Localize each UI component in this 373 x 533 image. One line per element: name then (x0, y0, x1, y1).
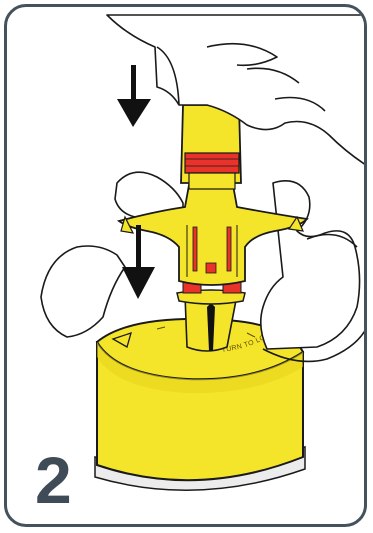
down-arrow-icon (122, 225, 155, 299)
align-triangle-icon (111, 331, 132, 348)
down-arrow-icon (117, 65, 151, 127)
upper-hand (106, 14, 364, 165)
device-body (116, 104, 309, 352)
indicator-needle (207, 303, 215, 351)
device-illustration: TURN TO LOCK (7, 7, 364, 491)
illustration-panel: TURN TO LOCK (4, 4, 367, 527)
step-number: 2 (35, 443, 72, 517)
